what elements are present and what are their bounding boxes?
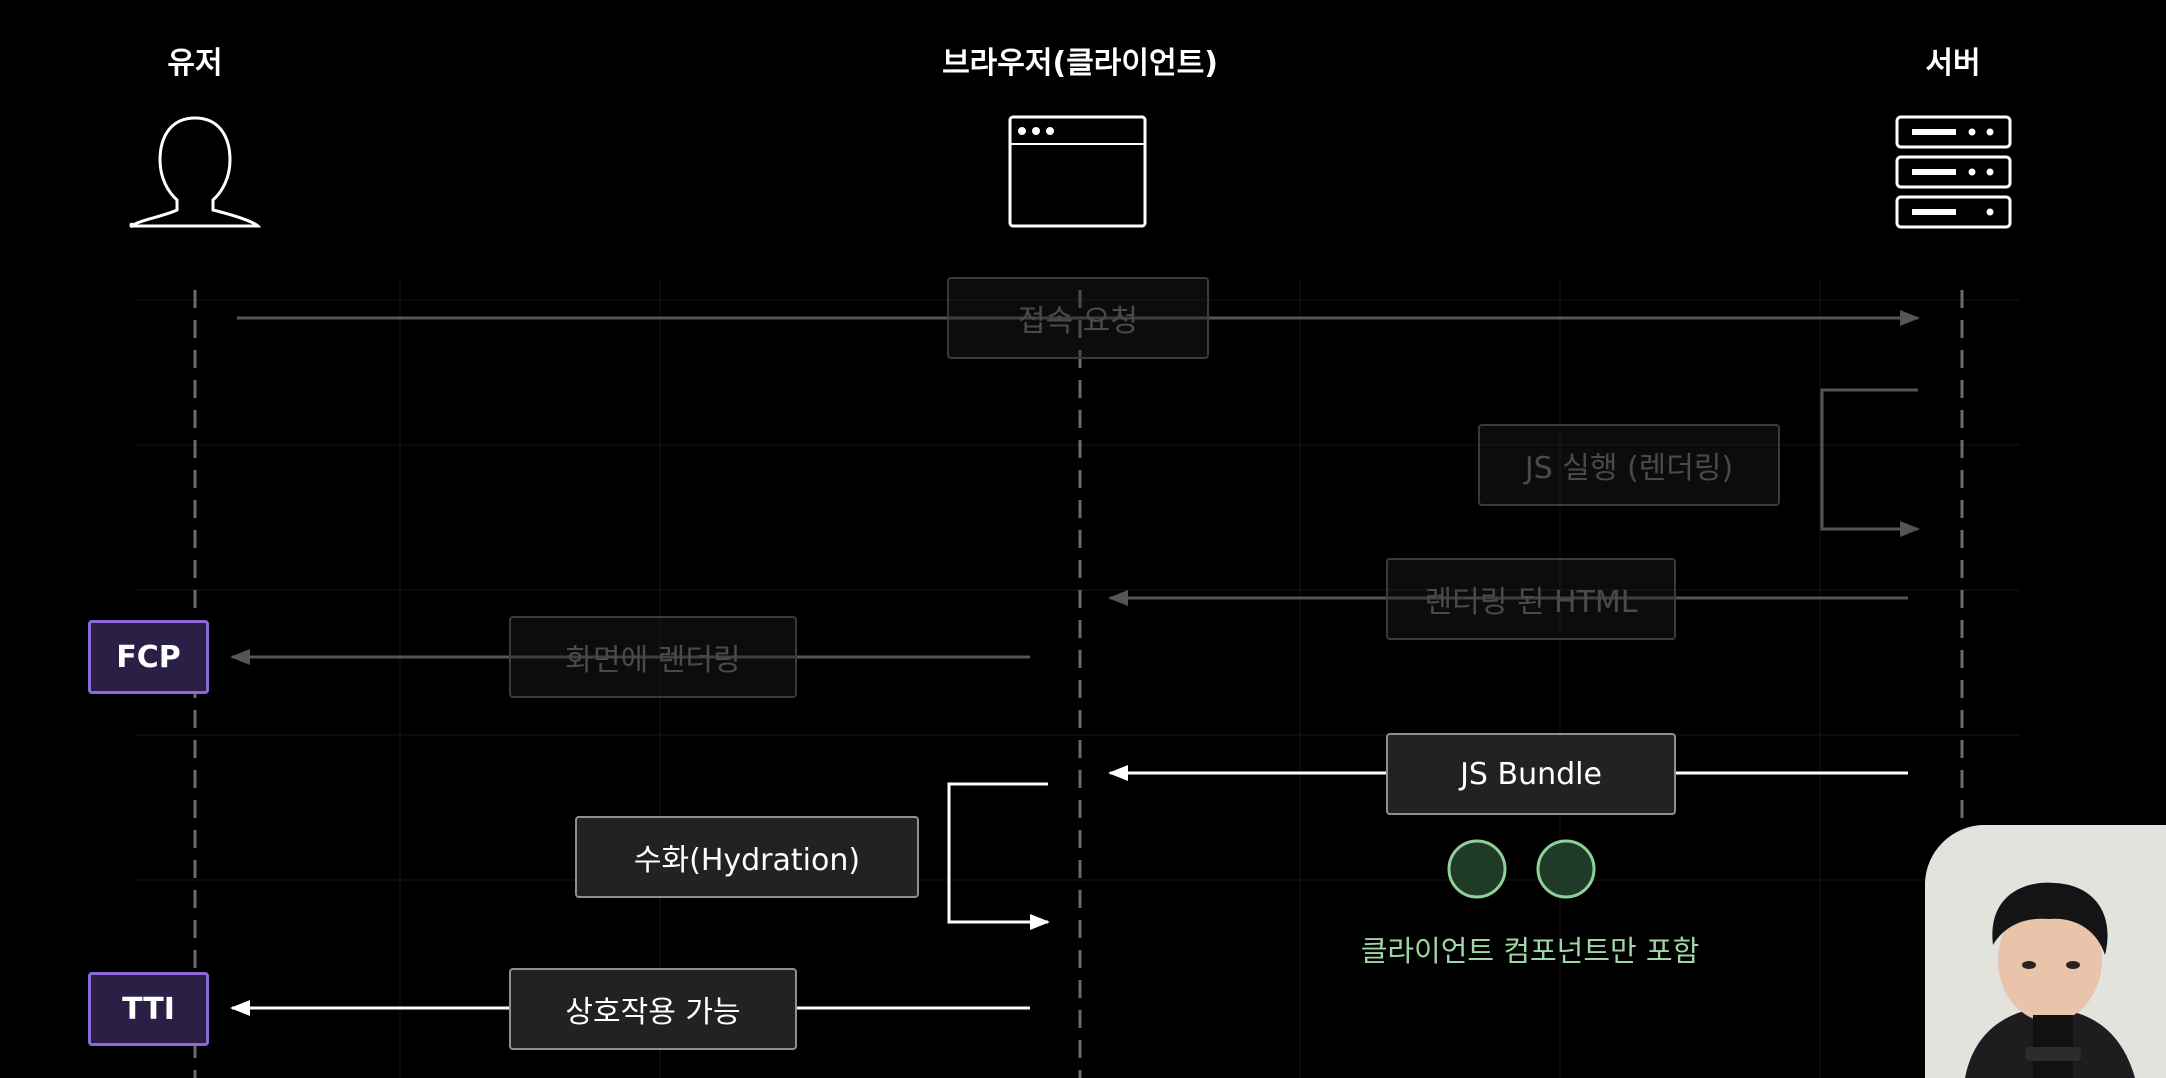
step-js-execute-label: JS 실행 (렌더링) — [1478, 424, 1780, 506]
presenter-photo — [1925, 825, 2166, 1078]
actor-label-browser: 브라우저(클라이언트) — [942, 46, 1218, 81]
presenter-webcam — [1925, 825, 2166, 1078]
actor-label-server: 서버 — [1925, 46, 1981, 81]
tti-marker-label: TTI — [122, 991, 175, 1027]
fcp-marker: FCP — [88, 620, 209, 694]
js-execute-loop-arrow — [1820, 388, 1920, 537]
step-hydration-label: 수화(Hydration) — [575, 816, 919, 898]
user-icon — [129, 116, 262, 228]
fcp-marker-label: FCP — [116, 639, 181, 675]
client-component-dot — [1447, 839, 1507, 899]
bundle-note: 클라이언트 컴포넌트만 포함 — [1360, 934, 1700, 968]
server-icon — [1895, 115, 2012, 229]
browser-window-icon — [1008, 115, 1147, 228]
step-interactive-label: 상호작용 가능 — [509, 968, 797, 1050]
background-grid — [135, 280, 2020, 1078]
client-component-dot — [1536, 839, 1596, 899]
actor-label-user: 유저 — [167, 46, 223, 81]
hydration-loop-arrow — [947, 782, 1050, 930]
step-rendered-html-label: 렌더링 된 HTML — [1386, 558, 1676, 640]
tti-marker: TTI — [88, 972, 209, 1046]
step-request-label: 접속 요청 — [947, 277, 1209, 359]
step-paint-label: 화면에 렌더링 — [509, 616, 797, 698]
step-js-bundle-label: JS Bundle — [1386, 733, 1676, 815]
